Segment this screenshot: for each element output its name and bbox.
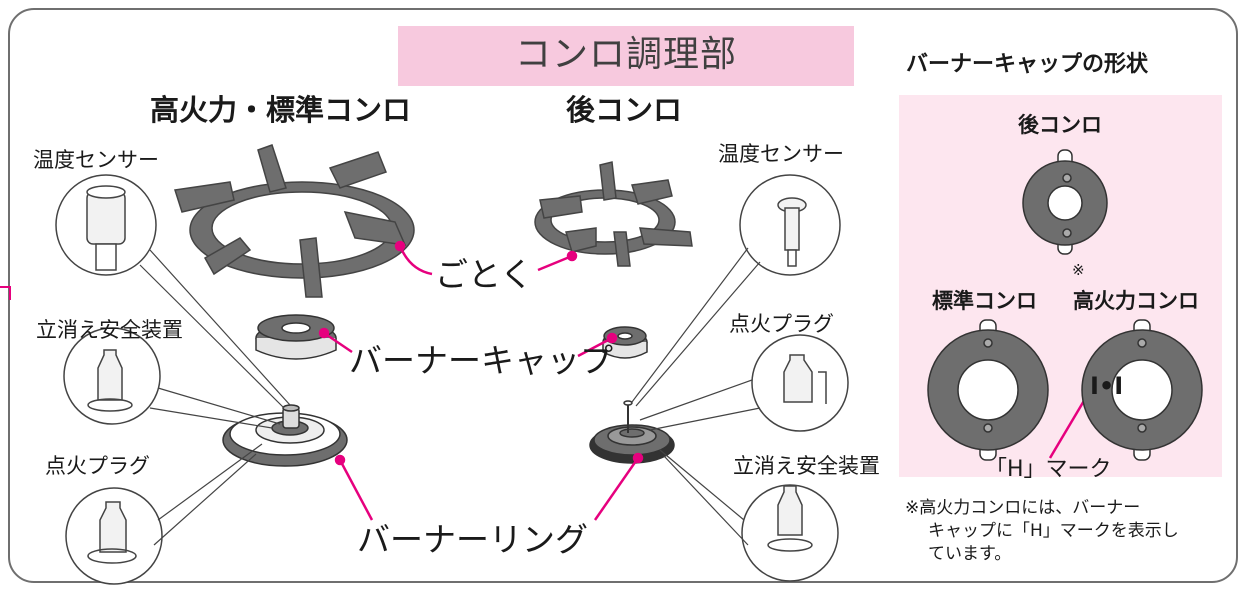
trivet-small xyxy=(534,161,693,267)
cap-shape-high-power xyxy=(1081,319,1203,461)
right-temp-sensor-label: 温度センサー xyxy=(718,142,844,166)
trivet-label: ごとく xyxy=(435,255,534,294)
edge-marker xyxy=(0,286,11,300)
h-mark-symbol: I•I xyxy=(1090,372,1124,400)
burner-cap-large xyxy=(255,314,337,360)
trivet-large xyxy=(174,144,415,298)
burner-cap-label: バーナーキャップ xyxy=(349,341,613,380)
cap-rear-label: 後コンロ xyxy=(1018,113,1102,137)
cap-shape-standard xyxy=(927,319,1049,461)
h-mark-label: 「H」マーク xyxy=(985,457,1112,482)
right-group-heading: 後コンロ xyxy=(566,93,683,127)
footnote-line-1: ※高火力コンロには、バーナー xyxy=(905,498,1141,518)
left-flame-failure-label: 立消え安全装置 xyxy=(36,318,183,342)
footnote-line-2: キャップに「H」マークを表示し xyxy=(928,521,1179,541)
footnote-line-3: ています。 xyxy=(928,544,1012,564)
burner-ring-small xyxy=(589,400,675,464)
right-flame-failure-label: 立消え安全装置 xyxy=(733,454,880,478)
burner-ring-large xyxy=(222,404,348,467)
title-band xyxy=(398,26,854,86)
left-group-heading: 高火力・標準コンロ xyxy=(150,93,412,127)
page-title: コンロ調理部 xyxy=(514,34,737,75)
pink-leaders xyxy=(318,240,1094,521)
zoom-flame-failure-right xyxy=(659,449,839,582)
zoom-temp-sensor-right xyxy=(631,174,841,407)
cap-shape-rear xyxy=(1022,149,1108,255)
zoom-ignition-plug-left xyxy=(65,443,263,585)
left-temp-sensor-label: 温度センサー xyxy=(33,148,159,172)
zoom-flame-failure-left xyxy=(63,327,281,429)
zoom-ignition-plug-right xyxy=(639,334,849,432)
footnote: ※高火力コンロには、バーナー キャップに「H」マークを表示し ています。 xyxy=(905,497,1225,566)
cap-high-note-mark: ※ xyxy=(1072,261,1085,279)
cap-standard-label: 標準コンロ xyxy=(932,289,1037,313)
right-ignition-plug-label: 点火プラグ xyxy=(729,312,834,336)
burner-ring-label: バーナーリング xyxy=(357,520,588,559)
zoom-temp-sensor-left xyxy=(55,174,291,409)
burner-cap-shape-heading: バーナーキャップの形状 xyxy=(906,52,1149,77)
left-ignition-plug-label: 点火プラグ xyxy=(45,454,150,478)
cap-high-power-label: 高火力コンロ xyxy=(1073,289,1199,313)
